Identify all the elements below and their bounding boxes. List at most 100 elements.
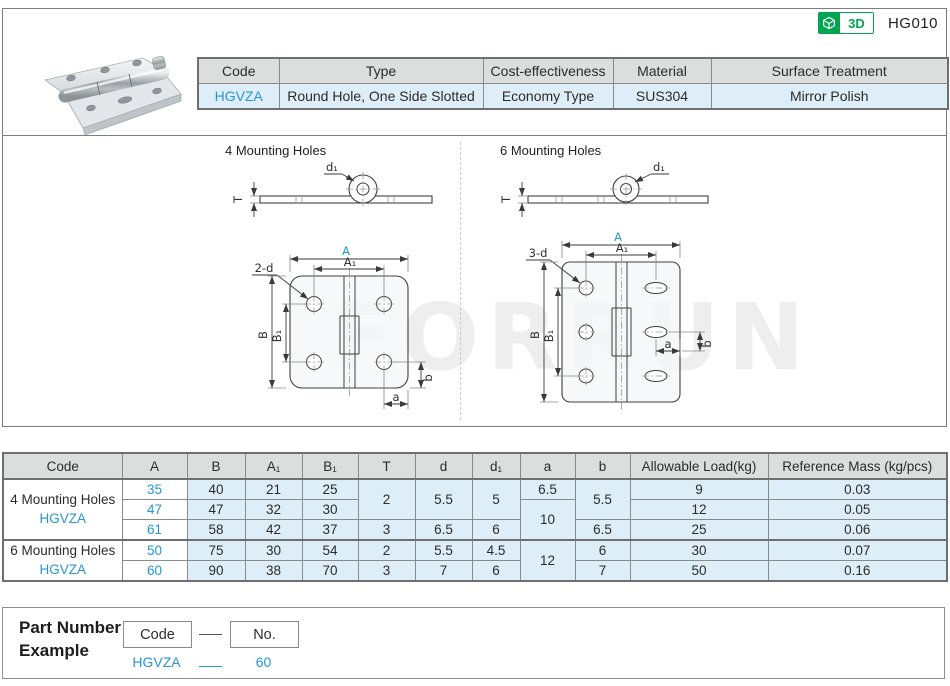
info-header-type: Type xyxy=(278,57,484,84)
spec-row-4: 6 Mounting Holes HGVZA 50 75 30 54 2 5.5… xyxy=(2,539,948,582)
info-header-cost: Cost-effectiveness xyxy=(482,57,614,84)
cell-B1: 70 xyxy=(301,560,359,582)
right-drawing-title: 6 Mounting Holes xyxy=(500,143,602,158)
dim-label-A1: A₁ xyxy=(616,241,628,255)
dim-label-T: T xyxy=(231,195,245,204)
cell-d: 5.5 xyxy=(414,539,473,561)
dim-label-a: a xyxy=(664,337,671,351)
info-header-surface: Surface Treatment xyxy=(710,57,949,84)
cell-A1: 32 xyxy=(244,499,303,520)
left-drawing-title: 4 Mounting Holes xyxy=(225,143,327,158)
cell-mass: 0.05 xyxy=(767,499,948,520)
info-header-code: Code xyxy=(197,57,280,84)
code-field-box: Code xyxy=(123,621,192,648)
cell-A1: 38 xyxy=(244,560,303,582)
part-number-title-line2: Example xyxy=(19,640,89,660)
cell-B: 75 xyxy=(186,539,246,561)
part-number-title-line1: Part Number xyxy=(19,618,122,637)
group-label-text: 6 Mounting Holes xyxy=(10,543,116,559)
cell-T: 3 xyxy=(357,560,416,582)
info-surface-value: Mirror Polish xyxy=(710,83,949,110)
front-view-6h: A A₁ 3-d B B₁ a b xyxy=(526,230,714,410)
cell-A: 35 xyxy=(121,478,188,500)
spec-row-1: 4 Mounting Holes HGVZA 35 40 21 25 2 5.5… xyxy=(2,478,948,541)
cell-a: 10 xyxy=(519,499,576,541)
cell-load: 9 xyxy=(629,478,769,500)
cell-A1: 42 xyxy=(244,519,303,541)
group-code: HGVZA xyxy=(39,561,86,577)
header-divider-line xyxy=(3,135,946,136)
dim-label-A1: A₁ xyxy=(344,255,356,269)
cell-B1: 25 xyxy=(301,478,359,500)
cell-d1: 6 xyxy=(471,560,521,582)
drawings-divider xyxy=(460,142,461,420)
page-code: HG010 xyxy=(887,14,938,32)
front-view-4h: A A₁ 2-d B B₁ a b xyxy=(252,244,435,409)
spec-row-5: 60 90 38 70 3 7 6 7 50 0.16 xyxy=(3,560,948,582)
cell-T: 2 xyxy=(357,539,416,561)
cell-B: 47 xyxy=(186,499,246,520)
group-code: HGVZA xyxy=(39,510,86,526)
info-material-value: SUS304 xyxy=(612,83,712,110)
no-field-box: No. xyxy=(230,621,299,648)
hole-count-label: 2-d xyxy=(255,261,274,275)
spec-header-mass: Reference Mass (kg/pcs) xyxy=(767,452,948,480)
group-label-6h: 6 Mounting Holes HGVZA xyxy=(2,539,123,582)
spec-row-3: 61 58 42 37 3 6.5 6 6.5 25 0.06 xyxy=(3,519,948,541)
spec-header-b: b xyxy=(574,452,631,480)
spec-row-2: 47 47 32 30 10 12 0.05 xyxy=(3,499,948,541)
hinge-barrel xyxy=(58,66,170,103)
cell-mass: 0.03 xyxy=(767,478,948,500)
info-header-material: Material xyxy=(612,57,712,84)
cell-d1: 4.5 xyxy=(471,539,521,561)
hole-count-label: 3-d xyxy=(529,246,548,260)
dash-separator-blue xyxy=(199,666,222,667)
cell-B1: 54 xyxy=(301,539,359,561)
dim-label-d1: d₁ xyxy=(653,160,665,174)
drawing-4-mounting-holes: d₁ T A xyxy=(231,160,435,409)
dim-label-d1: d₁ xyxy=(326,160,338,174)
cell-mass: 0.07 xyxy=(767,539,948,561)
dim-label-T: T xyxy=(499,195,513,204)
info-header-row: Code Type Cost-effectiveness Material Su… xyxy=(197,57,949,84)
example-no-value: 60 xyxy=(255,654,272,670)
drawing-6-mounting-holes: d₁ T xyxy=(499,160,714,410)
product-info-table: Code Type Cost-effectiveness Material Su… xyxy=(197,57,949,110)
cell-d1: 6 xyxy=(471,519,521,541)
dim-label-B1: B₁ xyxy=(270,330,284,343)
spec-table: Code A B A₁ B₁ T d d₁ a b Allowable Load… xyxy=(2,452,948,582)
cell-b: 7 xyxy=(574,560,631,582)
spec-header-code: Code xyxy=(2,452,123,480)
part-number-title: Part Number Example xyxy=(19,617,121,663)
cell-load: 25 xyxy=(629,519,769,541)
example-code-value: HGVZA xyxy=(132,654,181,670)
cube-3d-icon xyxy=(818,13,840,33)
cell-A: 47 xyxy=(121,499,188,520)
spec-header-B1: B₁ xyxy=(301,452,359,480)
page-header-right: 3D HG010 xyxy=(817,12,938,34)
product-photo-hinge xyxy=(44,56,182,136)
dim-label-A: A xyxy=(614,230,622,244)
cell-a: 12 xyxy=(519,539,576,582)
info-data-row: HGVZA Round Hole, One Side Slotted Econo… xyxy=(197,83,949,110)
cell-d1: 5 xyxy=(471,478,521,520)
spec-header-load: Allowable Load(kg) xyxy=(629,452,769,480)
cell-d: 7 xyxy=(414,560,473,582)
view-3d-button[interactable]: 3D xyxy=(817,12,874,34)
cell-B1: 37 xyxy=(301,519,359,541)
spec-header-d: d xyxy=(414,452,473,480)
cell-T: 3 xyxy=(357,519,416,541)
part-number-example-box: Part Number Example Code No. HGVZA 60 xyxy=(2,607,945,679)
dim-label-a: a xyxy=(392,390,399,404)
info-cost-value: Economy Type xyxy=(482,83,614,110)
side-view-6h: d₁ T xyxy=(499,160,709,217)
cell-B: 58 xyxy=(186,519,246,541)
cell-b: 6 xyxy=(574,539,631,561)
cell-d: 6.5 xyxy=(414,519,473,541)
dim-label-b: b xyxy=(421,374,435,381)
cell-b: 6.5 xyxy=(574,519,631,541)
spec-header-d1: d₁ xyxy=(471,452,521,480)
cell-B: 90 xyxy=(186,560,246,582)
dim-label-B1: B₁ xyxy=(542,330,556,343)
